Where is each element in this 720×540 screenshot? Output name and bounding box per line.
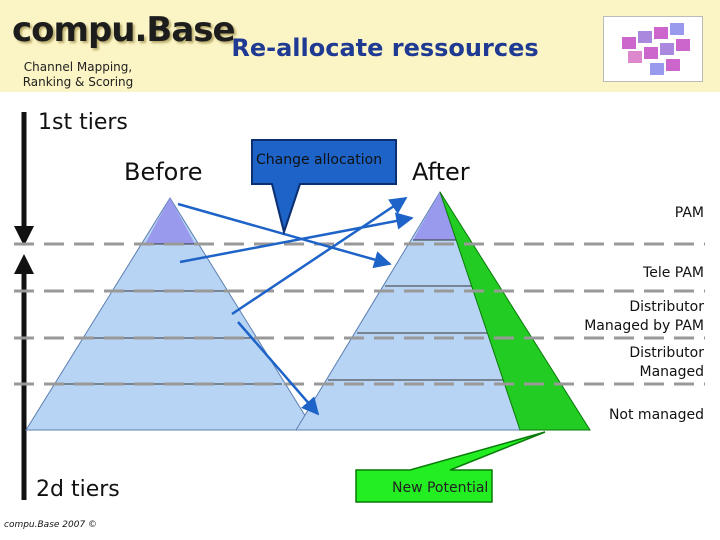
level-label-not-managed: Not managed xyxy=(608,407,704,423)
tier-arrow-bottom xyxy=(14,254,34,500)
level-distributor-line-1: Distributor xyxy=(629,345,704,361)
change-allocation-callout xyxy=(251,139,397,236)
second-tiers-label: 2d tiers xyxy=(36,477,120,502)
level-distributor-pam-line-2: Managed by PAM xyxy=(584,318,704,334)
tier-dashed-lines xyxy=(14,242,705,386)
after-label: After xyxy=(412,158,470,186)
level-label-pam: PAM xyxy=(674,205,704,221)
footer-copyright: compu.Base 2007 © xyxy=(4,520,98,530)
subtitle-line-2: Ranking & Scoring xyxy=(22,75,134,89)
new-potential-wedge xyxy=(439,191,591,431)
level-distributor-line-2: Managed xyxy=(639,364,705,380)
puzzle-icon xyxy=(622,23,690,75)
logo: compu.Base xyxy=(12,10,236,50)
before-label: Before xyxy=(124,158,203,186)
first-tiers-label: 1st tiers xyxy=(38,110,128,135)
new-potential-text: New Potential xyxy=(392,480,489,496)
logo-subtitle: Channel Mapping, Ranking & Scoring xyxy=(18,60,138,90)
level-label-tele-pam: Tele PAM xyxy=(643,265,704,281)
level-distributor-pam-line-1: Distributor xyxy=(629,299,704,315)
subtitle-line-1: Channel Mapping, xyxy=(23,60,133,74)
change-allocation-text: Change allocation xyxy=(256,152,383,168)
header-bar: compu.Base Channel Mapping, Ranking & Sc… xyxy=(0,0,720,92)
level-label-distributor-managed: Distributor Managed xyxy=(629,344,704,382)
page-title: Re-allocate ressources xyxy=(231,34,539,62)
tier-arrow-top xyxy=(14,112,34,246)
level-label-distributor-pam: Distributor Managed by PAM xyxy=(584,298,704,336)
new-potential-callout xyxy=(355,431,546,503)
puzzle-image xyxy=(603,16,703,82)
pyramid-before xyxy=(25,197,315,431)
